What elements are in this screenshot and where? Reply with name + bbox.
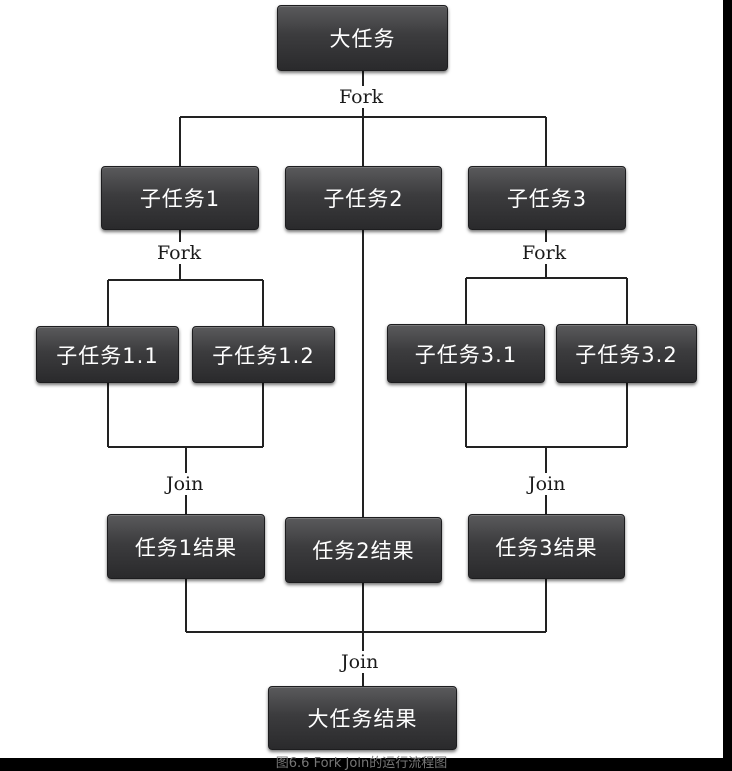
task-sub-3-2: 子任务3.2 — [556, 324, 697, 383]
label-join-results: Join — [340, 651, 380, 673]
task-root: 大任务 — [277, 5, 448, 71]
result-task-3: 任务3结果 — [468, 514, 625, 579]
figure-caption: 图6.6 Fork Join的运行流程图 — [275, 756, 448, 771]
label-fork-sub1: Fork — [156, 242, 203, 264]
result-task-1: 任务1结果 — [107, 514, 265, 579]
task-sub-3: 子任务3 — [468, 166, 626, 230]
label-fork-sub3: Fork — [521, 242, 568, 264]
diagram-canvas: 大任务 子任务1 子任务2 子任务3 子任务1.1 子任务1.2 子任务3.1 … — [0, 0, 723, 758]
task-sub-2: 子任务2 — [285, 166, 442, 230]
label-join-sub3: Join — [527, 473, 567, 495]
label-join-sub1: Join — [165, 473, 205, 495]
label-fork-root: Fork — [338, 86, 385, 108]
task-sub-3-1: 子任务3.1 — [387, 324, 545, 383]
task-sub-1: 子任务1 — [101, 166, 259, 230]
result-task-2: 任务2结果 — [285, 517, 442, 583]
task-sub-1-2: 子任务1.2 — [192, 326, 335, 383]
task-sub-1-1: 子任务1.1 — [36, 326, 179, 383]
result-final: 大任务结果 — [268, 686, 457, 750]
